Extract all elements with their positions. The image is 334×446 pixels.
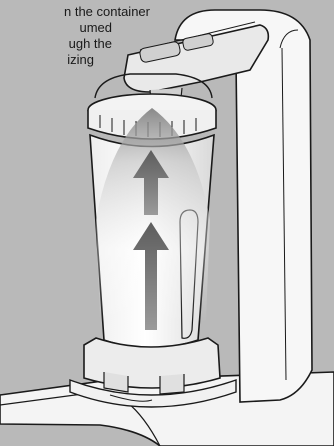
caption-line-2: umed [0, 20, 112, 36]
container-base [70, 338, 236, 407]
caption-text: n the container umed ugh the izing [0, 4, 170, 68]
caption-line-3: ugh the [0, 36, 112, 52]
caption-line-4: izing [0, 52, 94, 68]
caption-line-1: n the container [0, 4, 150, 20]
